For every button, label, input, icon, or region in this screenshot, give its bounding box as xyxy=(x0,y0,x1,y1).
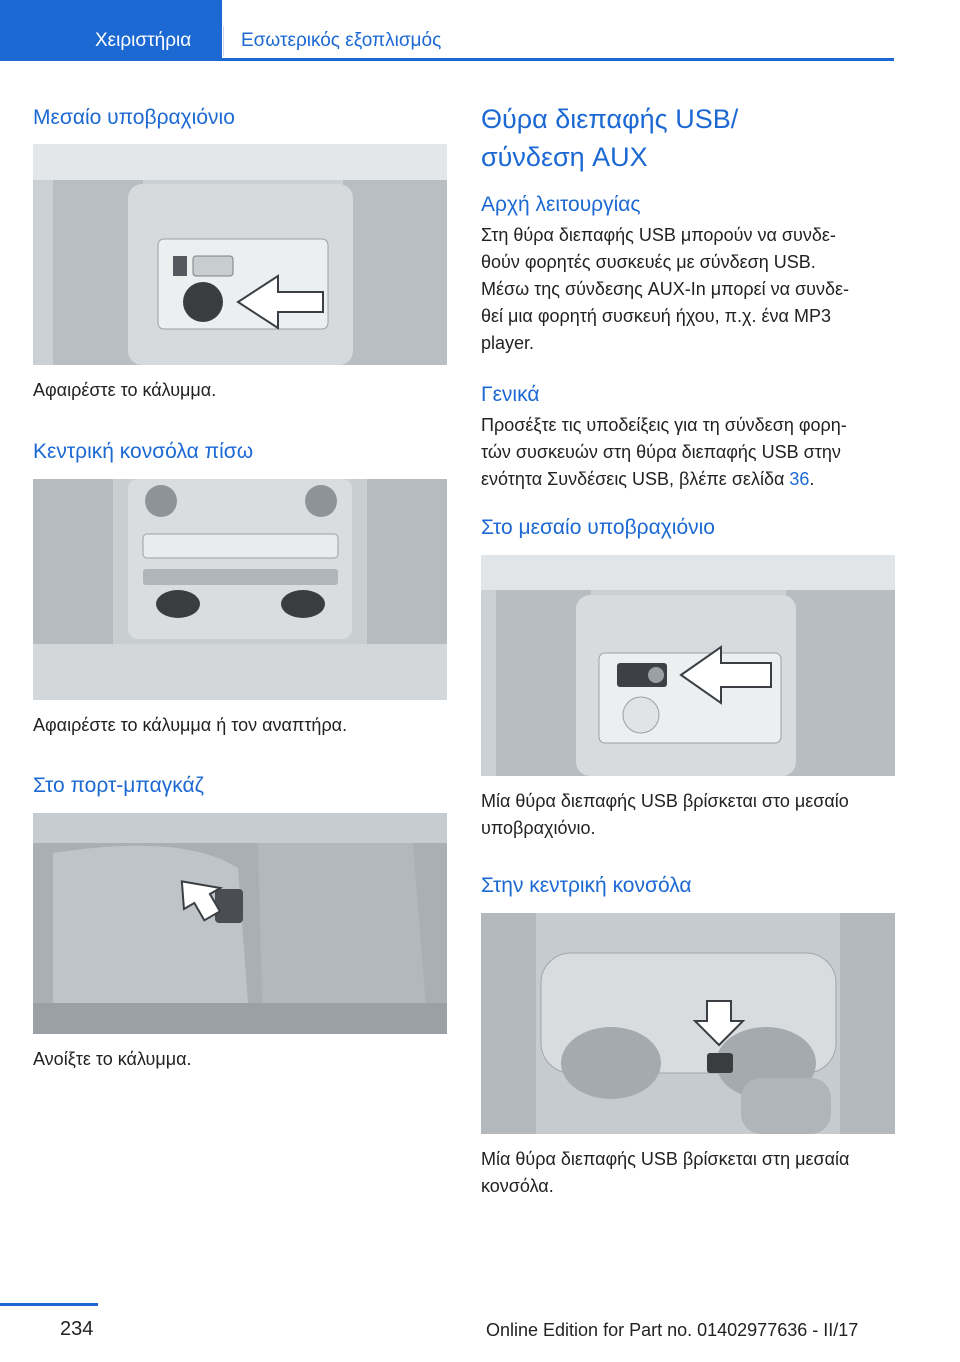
heading-in-center-console: Στην κεντρική κονσόλα xyxy=(481,874,692,897)
page-header: Χειριστήρια Εσωτερικός εξοπλισμός xyxy=(0,0,894,62)
section-title-usb-aux: Θύρα διεπαφής USB/ σύνδεση AUX xyxy=(481,100,738,176)
text-line: θούν φορητές συσκευές με σύνδεση USB. xyxy=(481,252,816,272)
principle-paragraph-2: Μέσω της σύνδεσης AUX-In μπορεί να συνδε… xyxy=(481,276,849,357)
heading-in-armrest: Στο μεσαίο υποβραχιόνιο xyxy=(481,516,715,539)
header-rule xyxy=(0,58,894,61)
heading-rear-console: Κεντρική κονσόλα πίσω xyxy=(33,440,254,463)
photo-trunk-cover xyxy=(33,813,447,1034)
text-line: Προσέξτε τις υποδείξεις για τη σύνδεση φ… xyxy=(481,415,847,435)
text-line: Στη θύρα διεπαφής USB μπορούν να συνδε‐ xyxy=(481,225,836,245)
text-line: τών συσκευών στη θύρα διεπαφής USB στην xyxy=(481,442,841,462)
text-line: υποβραχιόνιο. xyxy=(481,818,596,838)
principle-paragraph-1: Στη θύρα διεπαφής USB μπορούν να συνδε‐ … xyxy=(481,222,836,276)
caption-open-cover: Ανοίξτε το κάλυμμα. xyxy=(33,1049,192,1069)
page-number: 234 xyxy=(60,1318,94,1340)
text-line: θεί μια φορητή συσκευή ήχου, π.χ. ένα MP… xyxy=(481,306,831,326)
photo-usb-armrest xyxy=(481,555,895,776)
heading-trunk: Στο πορτ-μπαγκάζ xyxy=(33,774,204,797)
text-line: player. xyxy=(481,333,535,353)
section-tab[interactable]: Εσωτερικός εξοπλισμός xyxy=(241,30,442,51)
caption-usb-center-console: Μία θύρα διεπαφής USB βρίσκεται στη μεσα… xyxy=(481,1146,849,1200)
heading-middle-armrest: Μεσαίο υποβραχιόνιο xyxy=(33,106,235,129)
text-line: Μία θύρα διεπαφής USB βρίσκεται στη μεσα… xyxy=(481,1149,850,1169)
photo-armrest-cover xyxy=(33,144,447,365)
title-line-1: Θύρα διεπαφής USB/ xyxy=(481,104,739,134)
caption-usb-armrest: Μία θύρα διεπαφής USB βρίσκεται στο μεσα… xyxy=(481,788,849,842)
edition-note: Online Edition for Part no. 01402977636 … xyxy=(486,1320,859,1340)
text-line: ενότητα Συνδέσεις USB, βλέπε σελίδα xyxy=(481,469,790,489)
text-line: Μία θύρα διεπαφής USB βρίσκεται στο μεσα… xyxy=(481,791,849,811)
caption-remove-cover-1: Αφαιρέστε το κάλυμμα. xyxy=(33,380,217,400)
chapter-tab-label: Χειριστήρια xyxy=(95,30,192,51)
text-line: κονσόλα. xyxy=(481,1176,554,1196)
text-line: Μέσω της σύνδεσης AUX-In μπορεί να συνδε… xyxy=(481,279,849,299)
footer-rule xyxy=(0,1303,98,1306)
general-paragraph: Προσέξτε τις υποδείξεις για τη σύνδεση φ… xyxy=(481,412,847,493)
text-punct: . xyxy=(809,469,815,489)
chapter-tab[interactable]: Χειριστήρια xyxy=(0,0,222,58)
heading-principle: Αρχή λειτουργίας xyxy=(481,193,641,216)
photo-rear-console xyxy=(33,479,447,700)
heading-general: Γενικά xyxy=(481,383,540,406)
header-divider xyxy=(223,26,224,56)
title-line-2: σύνδεση AUX xyxy=(481,142,648,172)
photo-usb-center-console xyxy=(481,913,895,1134)
page-reference-link[interactable]: 36 xyxy=(789,469,810,489)
caption-remove-cover-or-lighter: Αφαιρέστε το κάλυμμα ή τον αναπτήρα. xyxy=(33,715,348,735)
